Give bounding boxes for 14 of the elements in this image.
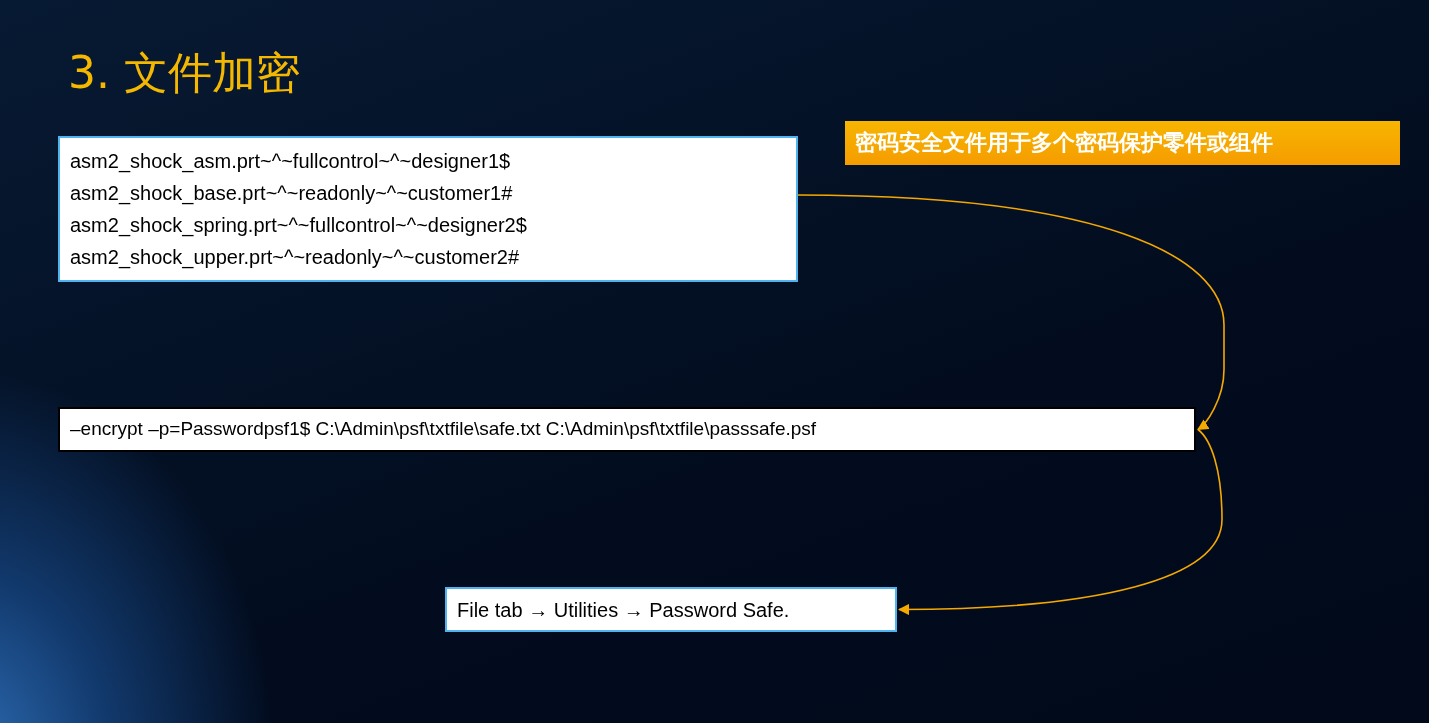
slide-title: 3. 文件加密	[68, 46, 300, 100]
text-box	[58, 136, 798, 282]
text-box	[445, 587, 897, 632]
curved-arrow	[897, 428, 1223, 615]
note-banner	[845, 121, 1400, 165]
curved-arrow	[797, 194, 1225, 431]
code-line: File tab → Utilities → Password Safe.	[457, 597, 791, 623]
code-line: asm2_shock_upper.prt~^~readonly~^~customer2#	[70, 245, 521, 271]
code-line: –encrypt –p=Passwordpsf1$ C:\Admin\psf\txtfile\safe.txt C:\Admin\psf\txtfile\passsafe.psf	[70, 417, 818, 442]
note-text: 密码安全文件用于多个密码保护零件或组件	[855, 129, 1274, 158]
code-line: asm2_shock_asm.prt~^~fullcontrol~^~designer1$	[70, 149, 512, 175]
text-box	[58, 407, 1196, 452]
code-line: asm2_shock_spring.prt~^~fullcontrol~^~designer2$	[70, 213, 528, 239]
code-line: asm2_shock_base.prt~^~readonly~^~customer1#	[70, 181, 514, 207]
